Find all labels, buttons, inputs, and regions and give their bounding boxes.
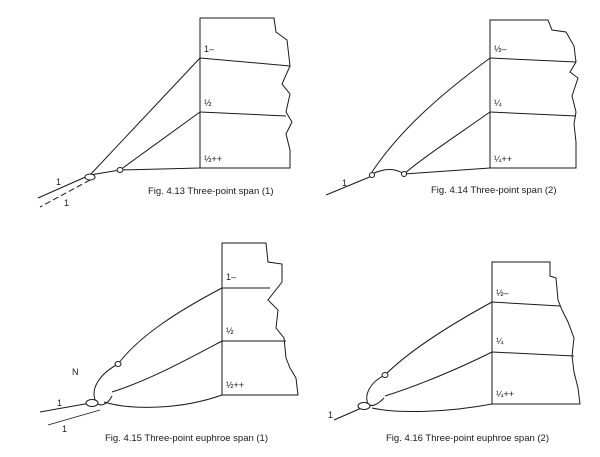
line-label: 1 [62,424,67,434]
euphroe-block [357,402,371,410]
band-label-bottom: ½++ [226,380,244,390]
euphroe-block [381,372,389,378]
band-label-bottom: ¼++ [496,389,514,399]
euphroe-block [114,361,122,367]
band-label-top: 1– [226,272,236,282]
figure-4-14: ½– ¼ ¼++ 1 Fig. 4.14 Three-point span (2… [325,19,579,196]
figure-caption: Fig. 4.14 Three-point span (2) [431,185,557,196]
figure-caption: Fig. 4.16 Three-point euphroe span (2) [386,433,549,444]
awning-panel [491,261,581,405]
figure-caption: Fig. 4.13 Three-point span (1) [148,186,274,197]
line-label: 1 [342,178,347,188]
span-lines [39,287,223,426]
band-label-bottom: ¼++ [494,154,512,164]
band-label-bottom: ½++ [204,154,222,164]
line-label: 1 [57,398,62,408]
figure-4-15: 1– ½ ½++ N 1 1 Fig. 4.15 Three-point eup… [39,242,299,444]
figure-4-13: 1– ½ ½++ 1 1 Fig. 4.13 Three-point span … [37,17,293,208]
euphroe-block [85,399,99,407]
line-label: 1 [64,198,69,208]
band-label-middle: ¼ [494,98,502,108]
span-thimble [116,167,124,173]
awning-panel [489,19,579,169]
span-thimble [369,172,375,178]
band-label-middle: ¼ [496,336,504,346]
band-label-top: 1– [204,44,214,54]
awning-panel [199,17,293,169]
band-label-middle: ½ [204,98,212,108]
figure-caption: Fig. 4.15 Three-point euphroe span (1) [105,433,268,444]
band-label-top: ½– [494,44,507,54]
band-label-top: ½– [496,288,509,298]
span-lines [333,301,493,421]
span-thimble [401,171,407,177]
line-label: 1 [328,410,333,420]
span-lines [325,57,491,196]
line-label: N [72,367,79,377]
band-label-middle: ½ [226,326,234,336]
span-lines [37,57,201,208]
awning-panel [221,242,299,396]
line-label: 1 [56,177,61,187]
figure-4-16: ½– ¼ ¼++ 1 Fig. 4.16 Three-point euphroe… [328,261,581,444]
span-thimble [84,173,96,181]
